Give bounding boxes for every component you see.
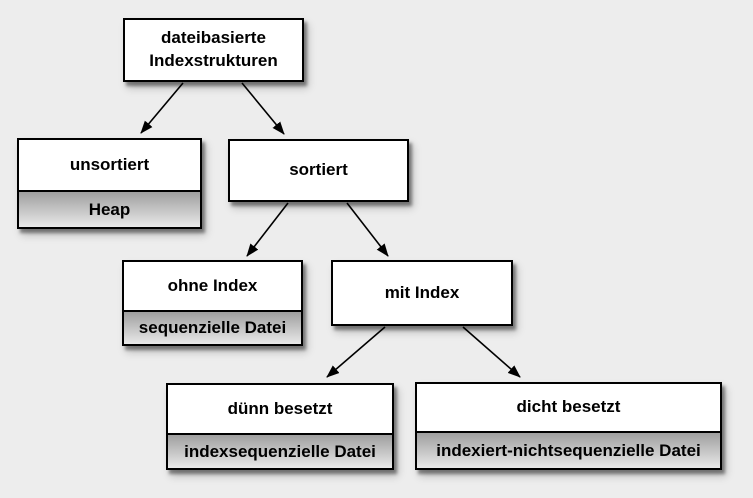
node-label: mit Index	[384, 282, 460, 302]
edge-mit-index-duenn-besetzt	[326, 326, 386, 378]
node-dicht-besetzt: dicht besetzt indexiert-nichtsequenziell…	[415, 382, 722, 470]
edge-sortiert-ohne-index	[246, 202, 289, 257]
node-label: sortiert	[289, 160, 348, 180]
node-label: unsortiert	[69, 154, 150, 174]
node-label: ohne Index	[167, 275, 258, 295]
node-sublabel: indexsequenzielle Datei	[168, 433, 392, 468]
node-unsortiert: unsortiert Heap	[17, 138, 202, 229]
node-sortiert: sortiert	[228, 139, 409, 202]
node-mit-index: mit Index	[331, 260, 513, 326]
edge-root-sortiert	[241, 82, 285, 135]
node-sublabel: indexiert-nichtsequenzielle Datei	[417, 431, 720, 468]
edge-sortiert-mit-index	[346, 202, 389, 257]
node-sublabel: sequenzielle Datei	[124, 310, 301, 344]
node-label: dünn besetzt	[227, 398, 333, 418]
node-ohne-index: ohne Index sequenzielle Datei	[122, 260, 303, 346]
node-root: dateibasierte Indexstrukturen	[123, 18, 304, 82]
node-label: dateibasierte Indexstrukturen	[149, 28, 278, 70]
node-sublabel: Heap	[19, 190, 200, 227]
edge-mit-index-dicht-besetzt	[462, 326, 521, 378]
node-duenn-besetzt: dünn besetzt indexsequenzielle Datei	[166, 383, 394, 470]
edge-root-unsortiert	[140, 82, 184, 134]
node-label: dicht besetzt	[516, 397, 621, 417]
